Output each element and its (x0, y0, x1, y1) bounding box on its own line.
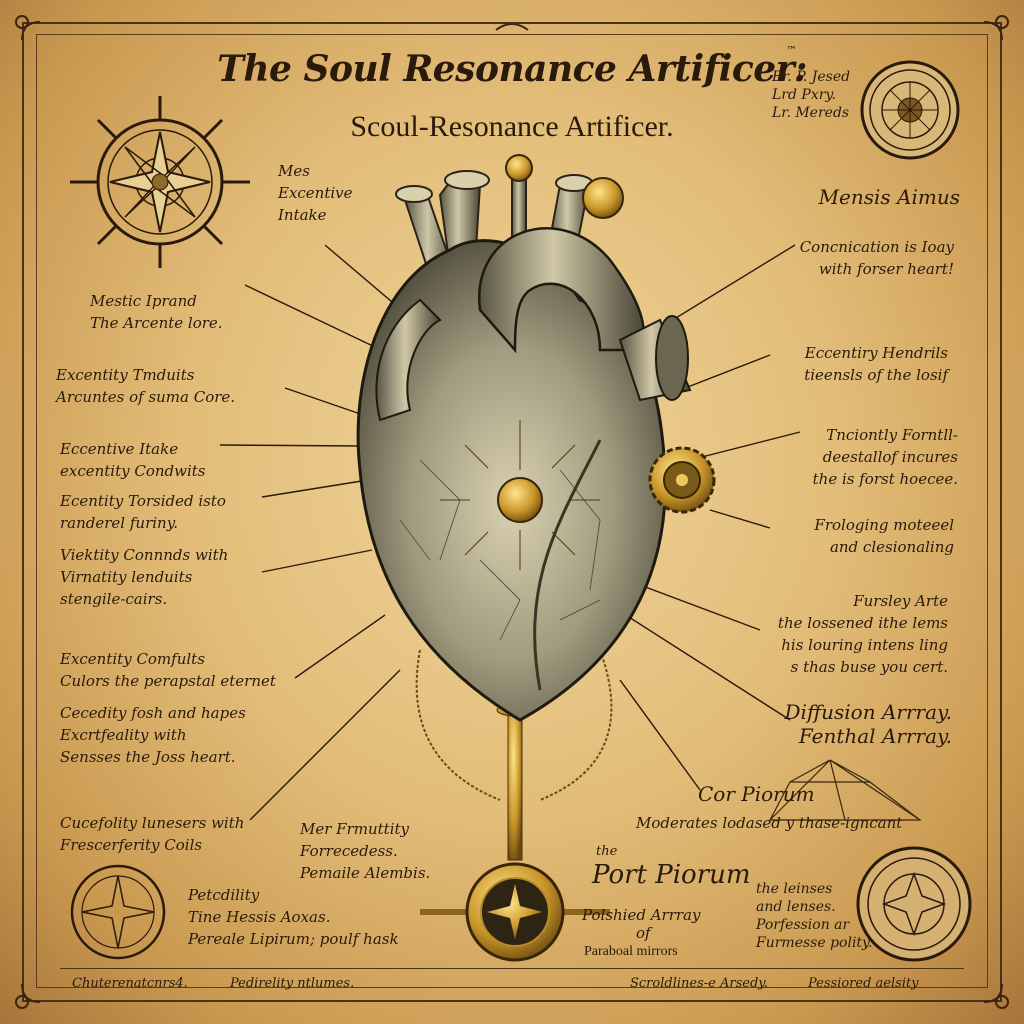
annotation-line: Ecentity Torsided isto (60, 492, 226, 510)
trademark-mark: ™ (786, 44, 797, 57)
annotation-line: excentity Condwits (60, 462, 206, 480)
annotation-center-left: Mer Frmuttity Forrecedess. Pemaile Alemb… (300, 818, 430, 884)
annotation-line: Mer Frmuttity (300, 820, 409, 838)
annotation-left-4: Ecentity Torsided isto randerel furiny. (60, 490, 226, 534)
footer-text-4: Pessiored aelsity (808, 976, 919, 991)
annotation-line: Forrecedess. (300, 842, 398, 860)
annotation-line: Tine Hessis Aoxas. (188, 908, 331, 926)
annotation-line: Intake (278, 206, 327, 224)
parabolic-mirrors-label: Paraboal mirrors (584, 944, 678, 959)
annotation-right-5: Frologing moteeel and clesionaling (814, 514, 954, 558)
annotation-line: Pemaile Alembis. (300, 864, 431, 882)
heart-stand (415, 649, 613, 962)
annotation-left-7: Cecedity fosh and hapes Excrtfeality wit… (60, 702, 246, 768)
annotation-line: stengile-cairs. (60, 590, 168, 608)
mechanical-heart (356, 154, 716, 722)
annotation-line: Excentive (278, 184, 353, 202)
annotation-line: Sensses the Joss heart. (60, 748, 236, 766)
annotation-left-1: Mestic Iprand The Arcente lore. (90, 290, 223, 334)
annotation-right-7: Diffusion Arrray. Fenthal Arrray. (785, 700, 952, 748)
annotation-line: Excentity Comfults (60, 650, 205, 668)
annotation-line: Mensis Aimus (818, 185, 960, 209)
annotation-line: and lenses. (756, 899, 836, 915)
annotation-line: Excrtfeality with (60, 726, 187, 744)
annotation-left-6: Excentity Comfults Culors the perapstal … (60, 648, 276, 692)
annotation-intake: Mes Excentive Intake (278, 160, 353, 226)
annotation-line: Eccentiry Hendrils (804, 344, 948, 362)
port-piorum-the: the (596, 844, 618, 859)
annotation-line: the lossened ithe lems (777, 614, 948, 632)
medallion-icon (856, 846, 972, 962)
page-inner-border (36, 34, 988, 988)
annotation-line: Fenthal Arrray. (798, 724, 952, 748)
annotation-line: his louring intens ling (781, 636, 948, 654)
annotation-line: Furmesse polity. (756, 935, 873, 951)
annotation-line: the leinses (756, 881, 833, 897)
polished-array-label: Polshied Arrray (582, 906, 701, 924)
signature-block: Er. P. Jesed Lrd Pxry. Lr. Mereds (772, 68, 850, 122)
leader-lines (219, 244, 801, 821)
annotation-right-2: Concnication is Ioay with forser heart! (800, 236, 954, 280)
footer-text-3: Scroldlines-e Arsedy. (630, 976, 769, 991)
annotation-line: Tnciontly Forntll- (826, 426, 958, 444)
page-subtitle: Scoul-Resonance Artificer. (350, 110, 674, 143)
annotation-line: Viektity Connnds with (60, 546, 229, 564)
annotation-line: Frologing moteeel (814, 516, 954, 534)
annotation-line: Diffusion Arrray. (784, 700, 952, 724)
annotation-line: Mestic Iprand (90, 292, 197, 310)
page-title: The Soul Resonance Artificer: (217, 48, 807, 90)
annotation-line: tieensls of the losif (804, 366, 948, 384)
annotation-line: randerel furiny. (60, 514, 178, 532)
diffusion-array-diagram (769, 759, 922, 821)
annotation-right-6: Fursley Arte the lossened ithe lems his … (778, 590, 948, 678)
annotation-line: Cecedity fosh and hapes (60, 704, 246, 722)
footer-divider (60, 968, 964, 969)
footer-text-1: Chuterenatcnrs4. (72, 976, 188, 991)
signature-line: Lr. Mereds (772, 105, 850, 121)
annotation-line: Arcuntes of suma Core. (56, 388, 236, 406)
annotation-line: with forser heart! (818, 260, 954, 278)
annotation-line: Culors the perapstal eternet (60, 672, 276, 690)
annotation-line: The Arcente lore. (90, 314, 223, 332)
annotation-line: and clesionaling (829, 538, 954, 556)
annotation-line: Virnatity lenduits (60, 568, 193, 586)
annotation-line: Fursley Arte (853, 592, 948, 610)
signature-line: Lrd Pxry. (772, 87, 836, 103)
annotation-line: Mes (278, 162, 310, 180)
port-piorum-label: Port Piorum (592, 860, 751, 890)
footer-text-2: Pedirelity ntlumes. (230, 976, 355, 991)
annotation-left-5: Viektity Connnds with Virnatity lenduits… (60, 544, 228, 610)
annotation-line: Eccentive Itake (60, 440, 179, 458)
medallion-icon (860, 60, 960, 160)
annotation-line: Porfession ar (756, 917, 850, 933)
annotation-right-1: Mensis Aimus (819, 186, 960, 208)
cor-piorum-label: Cor Piorum (698, 782, 815, 806)
compass-rose-icon (70, 96, 250, 268)
annotation-line: Pereale Lipirum; poulf hask (188, 930, 399, 948)
annotation-right-4: Tnciontly Forntll- deestallof incures th… (813, 424, 958, 490)
annotation-line: deestallof incures (822, 448, 958, 466)
annotation-line: the is forst hoecee. (812, 470, 958, 488)
annotation-left-8: Cucefolity lunesers with Frescerferity C… (60, 812, 244, 856)
annotation-line: Concnication is Ioay (799, 238, 954, 256)
corner-ornament-icon (15, 15, 1009, 1009)
annotation-right-3: Eccentiry Hendrils tieensls of the losif (804, 342, 948, 386)
annotation-line: s thas buse you cert. (790, 658, 948, 676)
of-label: of (636, 924, 651, 942)
annotation-left-3: Eccentive Itake excentity Condwits (60, 438, 206, 482)
annotation-line: Cucefolity lunesers with (60, 814, 245, 832)
annotation-line: Frescerferity Coils (60, 836, 203, 854)
annotation-bottom-left: Petcdility Tine Hessis Aoxas. Pereale Li… (188, 884, 399, 950)
annotation-bottom-right: the leinses and lenses. Porfession ar Fu… (756, 880, 873, 952)
moderates-label: Moderates lodased y thase-igncant (636, 814, 903, 832)
medallion-icon (70, 864, 166, 960)
annotation-line: Excentity Tmduits (56, 366, 195, 384)
signature-line: Er. P. Jesed (772, 69, 851, 85)
annotation-left-2: Excentity Tmduits Arcuntes of suma Core. (56, 364, 235, 408)
annotation-line: Petcdility (188, 886, 260, 904)
